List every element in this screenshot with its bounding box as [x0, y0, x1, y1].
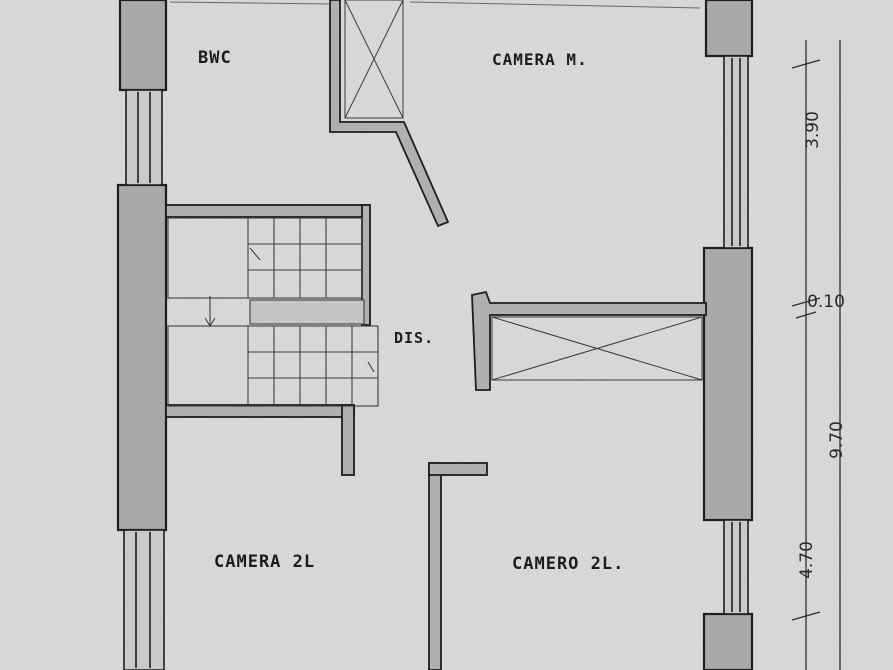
window-left-top	[125, 89, 163, 186]
stair-wall-bottom	[165, 404, 355, 418]
dimension-bottom-span: 4.70	[797, 541, 817, 579]
top-edge-line	[169, 1, 701, 9]
room-label-dis: DIS.	[394, 329, 434, 347]
room-label-camera-2l-right: CAMERO 2L.	[512, 554, 624, 574]
dimension-wall-note: 0.10	[807, 292, 845, 312]
window-right-top	[723, 55, 749, 249]
closet-partition	[329, 0, 450, 228]
right-wall-bottom	[702, 612, 754, 670]
dimension-top-span: 3.90	[803, 111, 823, 149]
windows	[123, 55, 749, 670]
wardrobe-partition	[471, 290, 707, 391]
stair-wall-bottom-return	[341, 404, 355, 476]
room-label-camera-m: CAMERA M.	[492, 50, 588, 69]
room-label-camera-2l-left: CAMERA 2L	[214, 552, 315, 572]
window-left-bottom	[123, 529, 165, 670]
right-wall-middle	[702, 246, 754, 522]
dimension-total-span: 9.70	[827, 421, 847, 459]
stair-wall-top	[165, 204, 369, 218]
left-wall-middle	[116, 183, 168, 532]
right-wall-top	[704, 0, 754, 58]
lower-center-partition	[428, 462, 442, 670]
room-label-bwc: BWC	[198, 48, 232, 68]
left-wall-top	[118, 0, 168, 92]
dimension-line	[791, 40, 841, 670]
window-right-bottom	[723, 519, 749, 615]
closet-top	[344, 0, 404, 119]
lower-center-partition-top	[428, 462, 488, 476]
staircase	[167, 217, 379, 407]
wardrobe-right	[491, 316, 703, 381]
partitions	[165, 0, 707, 670]
